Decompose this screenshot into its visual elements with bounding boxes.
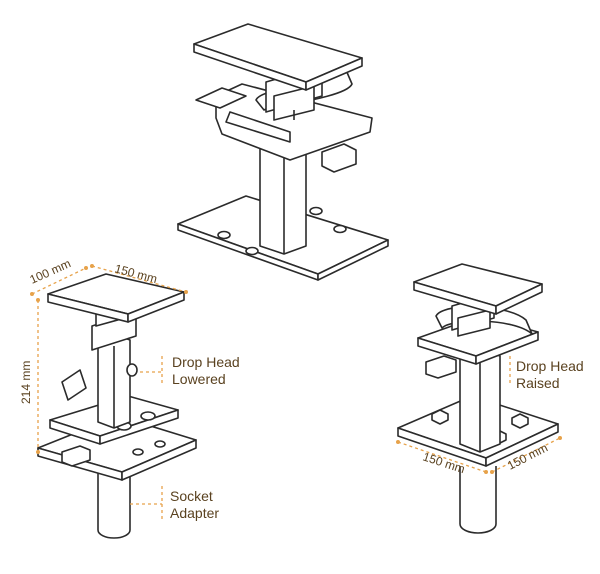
right-assembly	[397, 263, 559, 534]
left-assembly	[37, 273, 197, 539]
drop-head-raised-line2: Raised	[516, 375, 560, 391]
drop-head-raised-line1: Drop Head	[516, 358, 584, 374]
left-socket-tube	[97, 470, 131, 539]
top-wedge	[321, 143, 357, 173]
socket-adapter-label: Socket Adapter	[170, 488, 219, 522]
socket-adapter-line1: Socket	[170, 488, 213, 504]
drop-head-lowered-label: Drop Head Lowered	[172, 354, 240, 388]
left-head-plate	[47, 273, 185, 323]
right-wedge	[425, 355, 457, 379]
left-width-dimension	[91, 265, 187, 293]
right-head-plate	[413, 263, 543, 315]
left-depth-dimension	[31, 267, 87, 295]
drop-head-lowered-line1: Drop Head	[172, 354, 240, 370]
socket-adapter-line2: Adapter	[170, 505, 220, 521]
top-assembly	[177, 23, 389, 281]
right-post	[459, 347, 501, 453]
drop-head-lowered-line2: Lowered	[172, 371, 226, 387]
left-depth-label: 100 mm	[28, 256, 73, 286]
left-height-label: 214 mm	[19, 361, 33, 404]
top-head-plate	[193, 23, 363, 91]
right-depth-dimension	[491, 437, 561, 473]
drop-head-raised-label: Drop Head Raised	[516, 358, 584, 392]
right-socket-tube	[459, 466, 497, 534]
